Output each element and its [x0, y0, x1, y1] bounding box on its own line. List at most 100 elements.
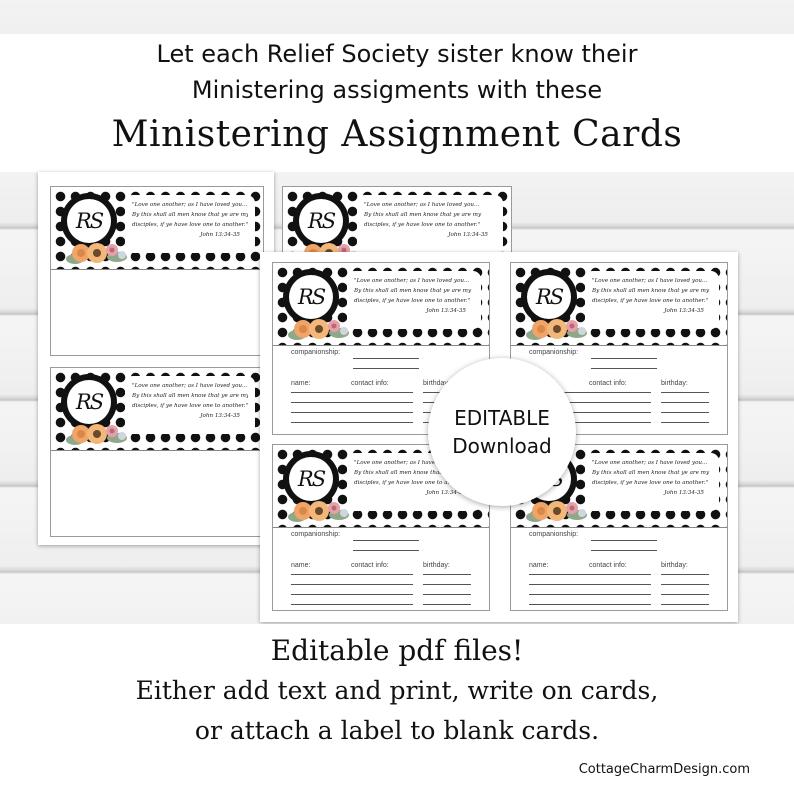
rs-logo-icon: RS	[293, 193, 349, 249]
companionship-line	[591, 540, 657, 541]
scripture-quote: "Love one another; as I have loved you..…	[125, 195, 255, 253]
badge-line-1: EDITABLE	[454, 406, 550, 430]
badge-line-2: Download	[452, 434, 552, 458]
quote-line: disciples, if ye have love one to anothe…	[132, 222, 248, 228]
quote-line: "Love one another; as I have loved you..…	[364, 202, 480, 208]
scripture-quote: "Love one another; as I have loved you..…	[585, 453, 719, 511]
birthday-label: birthday:	[423, 562, 450, 569]
flower-bouquet-icon	[66, 243, 127, 264]
quote-line: "Love one another; as I have loved you..…	[354, 278, 470, 284]
footer-line-1: Editable pdf files!	[270, 634, 524, 667]
quote-line: By this shall all men know that ye are m…	[132, 393, 248, 399]
companionship-line	[353, 550, 419, 551]
quote-line: By this shall all men know that ye are m…	[364, 212, 482, 218]
blank-cards-sheet: RS "Love one another; as I have loved yo…	[38, 172, 274, 545]
birthday-line	[661, 594, 709, 595]
scripture-reference: John 13:34-35	[200, 232, 240, 238]
logo-text: RS	[75, 390, 104, 414]
quote-line: disciples, if ye have love one to anothe…	[354, 480, 471, 486]
website-credit: CottageCharmDesign.com	[578, 762, 750, 777]
quote-line: "Love one another; as I have loved you..…	[132, 202, 248, 208]
quote-line: By this shall all men know that ye are m…	[132, 212, 248, 218]
blank-card-top-right: RS "Love one another; as I have loved yo…	[282, 186, 512, 253]
birthday-label: birthday:	[661, 562, 688, 569]
rs-logo-icon: RS	[61, 193, 117, 249]
header-divider	[511, 527, 727, 528]
logo-inner: RS	[289, 457, 333, 501]
blank-card: RS "Love one another; as I have loved yo…	[50, 186, 264, 356]
flower-bouquet-icon	[288, 319, 349, 340]
scripture-quote: "Love one another; as I have loved you..…	[125, 376, 255, 434]
entry-line	[529, 422, 651, 423]
entry-line	[529, 574, 651, 575]
flower-bouquet-icon	[66, 424, 127, 445]
page-title: Ministering Assignment Cards	[111, 114, 683, 155]
logo-inner: RS	[299, 199, 343, 243]
logo-inner: RS	[67, 380, 111, 424]
name-label: name:	[529, 562, 549, 569]
logo-text: RS	[307, 209, 336, 233]
header-band	[0, 34, 794, 172]
birthday-line	[661, 412, 709, 413]
quote-line: "Love one another; as I have loved you..…	[132, 383, 248, 389]
birthday-line	[423, 604, 471, 605]
footer-band	[0, 624, 794, 794]
birthday-label: birthday:	[661, 380, 688, 387]
contact-info-label: contact info:	[351, 380, 389, 387]
companionship-line	[353, 358, 419, 359]
companionship-label: companionship:	[529, 531, 579, 538]
scripture-reference: John 13:34-35	[664, 490, 704, 496]
entry-line	[529, 402, 651, 403]
quote-line: "Love one another; as I have loved you..…	[592, 278, 708, 284]
entry-line	[529, 604, 651, 605]
birthday-line	[423, 574, 471, 575]
entry-line	[529, 594, 651, 595]
header-divider	[51, 450, 263, 451]
birthday-line	[661, 604, 709, 605]
companionship-label: companionship:	[529, 349, 579, 356]
scripture-quote: "Love one another; as I have loved you..…	[357, 195, 503, 253]
name-label: name:	[291, 562, 311, 569]
flower-bouquet-icon	[526, 501, 587, 522]
birthday-line	[661, 402, 709, 403]
scripture-reference: John 13:34-35	[426, 308, 466, 314]
logo-inner: RS	[527, 275, 571, 319]
birthday-line	[423, 584, 471, 585]
birthday-line	[661, 574, 709, 575]
companionship-line	[353, 540, 419, 541]
companionship-line	[591, 368, 657, 369]
scripture-reference: John 13:34-35	[200, 413, 240, 419]
birthday-line	[661, 392, 709, 393]
scripture-quote: "Love one another; as I have loved you..…	[585, 271, 719, 329]
entry-line	[291, 574, 413, 575]
assignment-card: RS "Love one another; as I have loved yo…	[510, 262, 728, 435]
name-label: name:	[291, 380, 311, 387]
birthday-label: birthday:	[423, 380, 450, 387]
quote-line: By this shall all men know that ye are m…	[592, 288, 710, 294]
birthday-line	[661, 584, 709, 585]
scripture-reference: John 13:34-35	[448, 232, 488, 238]
assignment-card: RS "Love one another; as I have loved yo…	[272, 262, 490, 435]
logo-text: RS	[297, 467, 326, 491]
logo-text: RS	[535, 285, 564, 309]
quote-line: By this shall all men know that ye are m…	[354, 288, 472, 294]
header-divider	[273, 527, 489, 528]
birthday-line	[423, 594, 471, 595]
logo-text: RS	[297, 285, 326, 309]
quote-line: disciples, if ye have love one to anothe…	[592, 480, 709, 486]
quote-line: "Love one another; as I have loved you..…	[592, 460, 708, 466]
entry-line	[291, 412, 413, 413]
entry-line	[291, 402, 413, 403]
rs-logo-icon: RS	[61, 374, 117, 430]
companionship-line	[353, 368, 419, 369]
quote-line: disciples, if ye have love one to anothe…	[364, 222, 481, 228]
header-divider	[511, 345, 727, 346]
entry-line	[291, 584, 413, 585]
quote-line: disciples, if ye have love one to anothe…	[354, 298, 471, 304]
birthday-line	[661, 422, 709, 423]
footer-line-3: or attach a label to blank cards.	[194, 716, 600, 745]
companionship-label: companionship:	[291, 531, 341, 538]
blank-card: RS "Love one another; as I have loved yo…	[50, 367, 264, 537]
headline-line-1: Let each Relief Society sister know thei…	[156, 40, 638, 68]
rs-logo-icon: RS	[521, 269, 577, 325]
